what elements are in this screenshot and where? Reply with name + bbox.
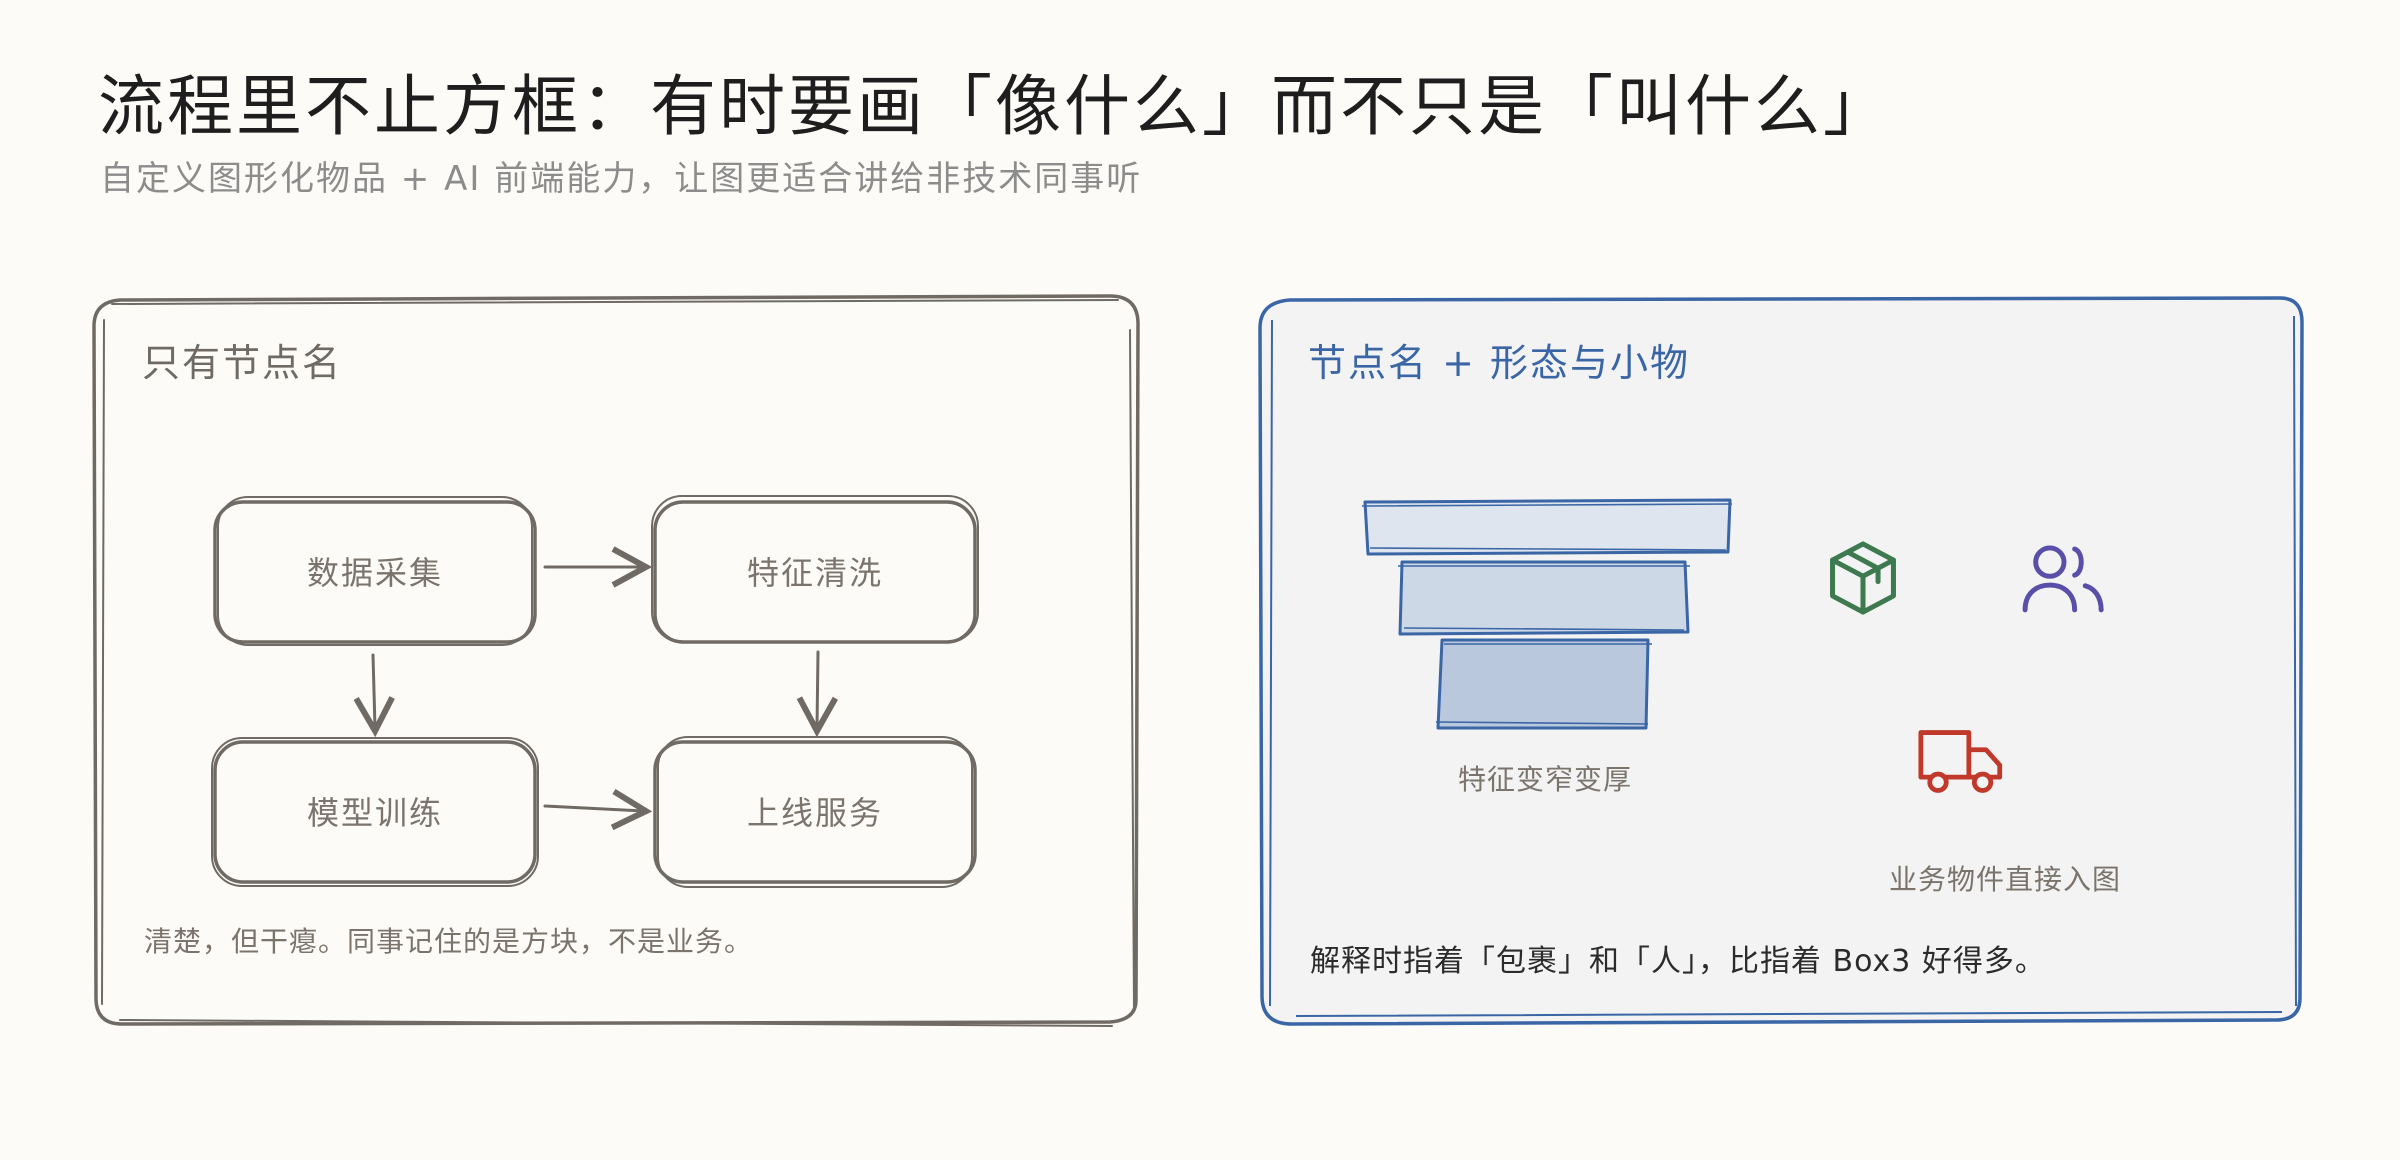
node-deploy-label: 上线服务 — [746, 794, 883, 832]
funnel-caption: 特征变窄变厚 — [1457, 763, 1632, 796]
arrow-train-to-deploy — [543, 806, 643, 811]
funnel-bar-narrow — [1436, 638, 1650, 730]
page-title: 流程里不止方框：有时要画「像什么」而不只是「叫什么」 — [98, 68, 1892, 145]
flow-arrows — [373, 567, 818, 811]
node-train-label: 模型训练 — [306, 794, 443, 832]
right-panel-frame — [1258, 296, 2304, 1026]
node-clean-box — [651, 495, 979, 644]
node-collect-label: 数据采集 — [306, 554, 443, 592]
funnel-bar-mid — [1398, 560, 1690, 636]
feature-funnel — [1361, 498, 1733, 730]
users-icon — [2022, 545, 2104, 613]
funnel-bar-wide — [1363, 498, 1732, 556]
right-panel-title: 节点名 + 形态与小物 — [1308, 341, 1690, 385]
page-subtitle: 自定义图形化物品 + AI 前端能力，让图更适合讲给非技术同事听 — [100, 159, 1143, 199]
arrow-clean-to-deploy — [817, 650, 818, 728]
node-train-box — [211, 737, 539, 887]
node-collect-box — [213, 496, 537, 646]
node-clean-label: 特征清洗 — [746, 554, 883, 592]
items-caption: 业务物件直接入图 — [1888, 863, 2121, 896]
left-panel-title: 只有节点名 — [142, 341, 343, 385]
package-icon — [1830, 541, 1896, 615]
truck-icon — [1918, 730, 2003, 793]
arrow-collect-to-train — [373, 653, 375, 728]
right-panel-note: 解释时指着「包裹」和「人」，比指着 Box3 好得多。 — [1310, 944, 2046, 979]
left-panel-note: 清楚，但干瘪。同事记住的是方块，不是业务。 — [144, 925, 754, 958]
left-panel-frame — [92, 294, 1140, 1027]
